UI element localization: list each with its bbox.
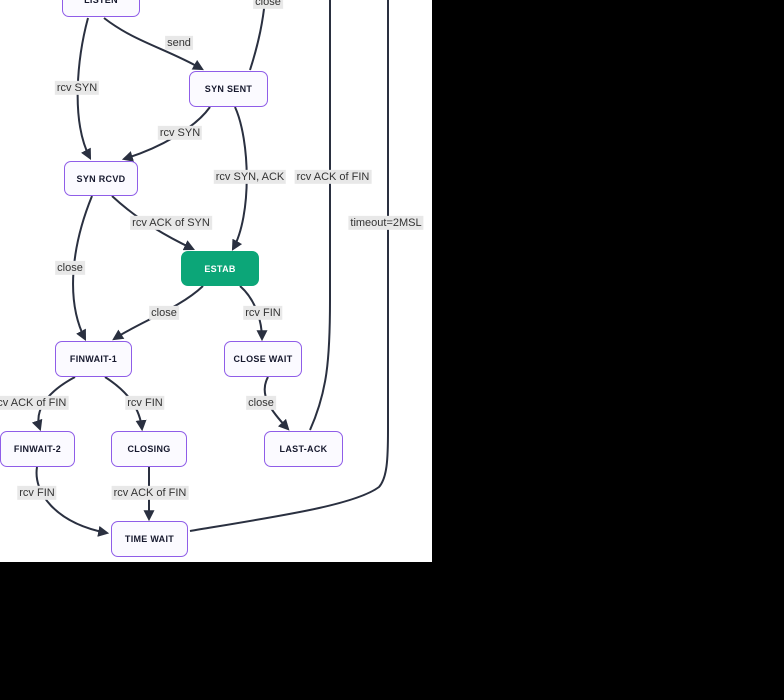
edge-label-syn-rcvd-to-finwait-1: close bbox=[55, 260, 85, 276]
state-node-close-wait: CLOSE WAIT bbox=[224, 341, 302, 377]
edge-label-syn-sent-to-closed: close bbox=[253, 0, 283, 10]
state-node-closing: CLOSING bbox=[111, 431, 187, 467]
edge-label-last-ack-to-closed: rcv ACK of FIN bbox=[294, 169, 372, 185]
state-node-finwait-1: FINWAIT-1 bbox=[55, 341, 132, 377]
edge-label-listen-to-syn-sent: send bbox=[165, 35, 193, 51]
edge-finwait-2-to-time-wait bbox=[35, 466, 110, 537]
edge-label-finwait-1-to-finwait-2: rcv ACK of FIN bbox=[0, 395, 69, 411]
state-node-listen: LISTEN bbox=[62, 0, 140, 17]
edge-label-syn-sent-to-syn-rcvd: rcv SYN bbox=[157, 125, 203, 141]
edge-label-syn-sent-to-estab: rcv SYN, ACK bbox=[213, 169, 287, 185]
state-node-estab: ESTAB bbox=[181, 251, 259, 286]
state-node-syn-sent: SYN SENT bbox=[189, 71, 268, 107]
edge-time-wait-to-closed bbox=[189, 0, 389, 532]
state-node-time-wait: TIME WAIT bbox=[111, 521, 188, 557]
edge-label-listen-to-syn-rcvd: rcv SYN bbox=[54, 80, 100, 96]
edge-label-closing-to-time-wait: rcv ACK of FIN bbox=[111, 485, 189, 501]
state-node-last-ack: LAST-ACK bbox=[264, 431, 343, 467]
diagram-canvas: LISTEN SYN SENT SYN RCVD ESTAB FINWAIT-1… bbox=[0, 0, 432, 562]
edge-label-estab-to-finwait-1: close bbox=[149, 305, 179, 321]
edge-label-syn-rcvd-to-estab: rcv ACK of SYN bbox=[130, 215, 212, 231]
edge-label-time-wait-to-closed: timeout=2MSL bbox=[348, 215, 424, 231]
edge-label-finwait-2-to-time-wait: rcv FIN bbox=[17, 485, 57, 501]
edge-label-finwait-1-to-closing: rcv FIN bbox=[125, 395, 165, 411]
state-node-finwait-2: FINWAIT-2 bbox=[0, 431, 75, 467]
edge-label-close-wait-to-last-ack: close bbox=[246, 395, 276, 411]
state-node-syn-rcvd: SYN RCVD bbox=[64, 161, 138, 196]
edge-syn-sent-to-closed bbox=[249, 0, 267, 71]
edge-listen-to-syn-sent bbox=[103, 17, 204, 71]
edge-last-ack-to-closed bbox=[309, 0, 331, 431]
edge-label-estab-to-close-wait: rcv FIN bbox=[243, 305, 283, 321]
